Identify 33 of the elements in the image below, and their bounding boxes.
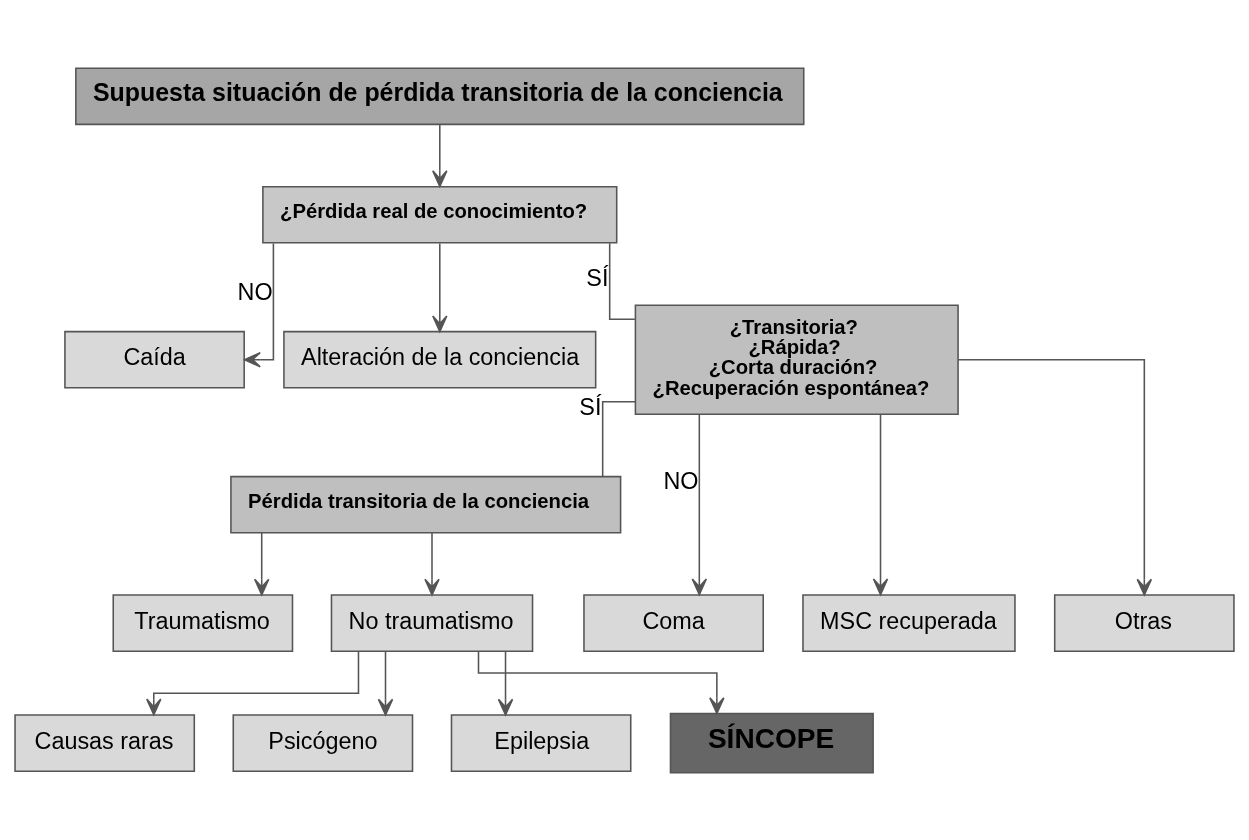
arrow — [146, 649, 360, 715]
edge-label: NO — [237, 278, 273, 305]
node-box: Alteración de la conciencia — [283, 330, 597, 389]
node-box: Epilepsia — [450, 713, 632, 772]
node-box: Traumatismo — [112, 593, 294, 652]
edge-label: SÍ — [579, 393, 602, 420]
node-box: Pérdida transitoria de la conciencia — [230, 475, 622, 533]
arrow — [497, 650, 514, 716]
node-box: Causas raras — [14, 713, 196, 772]
node-box: No traumatismo — [330, 593, 534, 652]
arrow — [243, 242, 275, 367]
arrow — [957, 358, 1153, 596]
node-box: Otras — [1053, 593, 1235, 652]
arrow — [253, 531, 270, 596]
connector — [601, 400, 636, 477]
edge-label: SÍ — [586, 264, 609, 291]
arrow — [872, 413, 889, 595]
node-box: ¿Transitoria? ¿Rápida? ¿Corta duración? ¿Recuperación espontánea? — [634, 303, 959, 415]
node-box: MSC recuperada — [802, 593, 1016, 652]
arrow — [477, 650, 725, 714]
arrow — [377, 650, 394, 716]
arrow — [432, 123, 448, 187]
arrow — [691, 413, 708, 595]
edge-label: NO — [663, 467, 699, 494]
node-box: ¿Pérdida real de conocimiento? — [262, 185, 618, 244]
node-box: Supuesta situación de pérdida transitoria de la conciencia — [75, 66, 805, 125]
connector — [608, 242, 636, 320]
arrow — [424, 531, 440, 596]
node-box: Caída — [64, 330, 245, 389]
arrow — [432, 242, 448, 332]
node-box: Psicógeno — [232, 713, 414, 772]
node-box: Coma — [583, 593, 764, 652]
node-box: SÍNCOPE — [669, 712, 874, 774]
